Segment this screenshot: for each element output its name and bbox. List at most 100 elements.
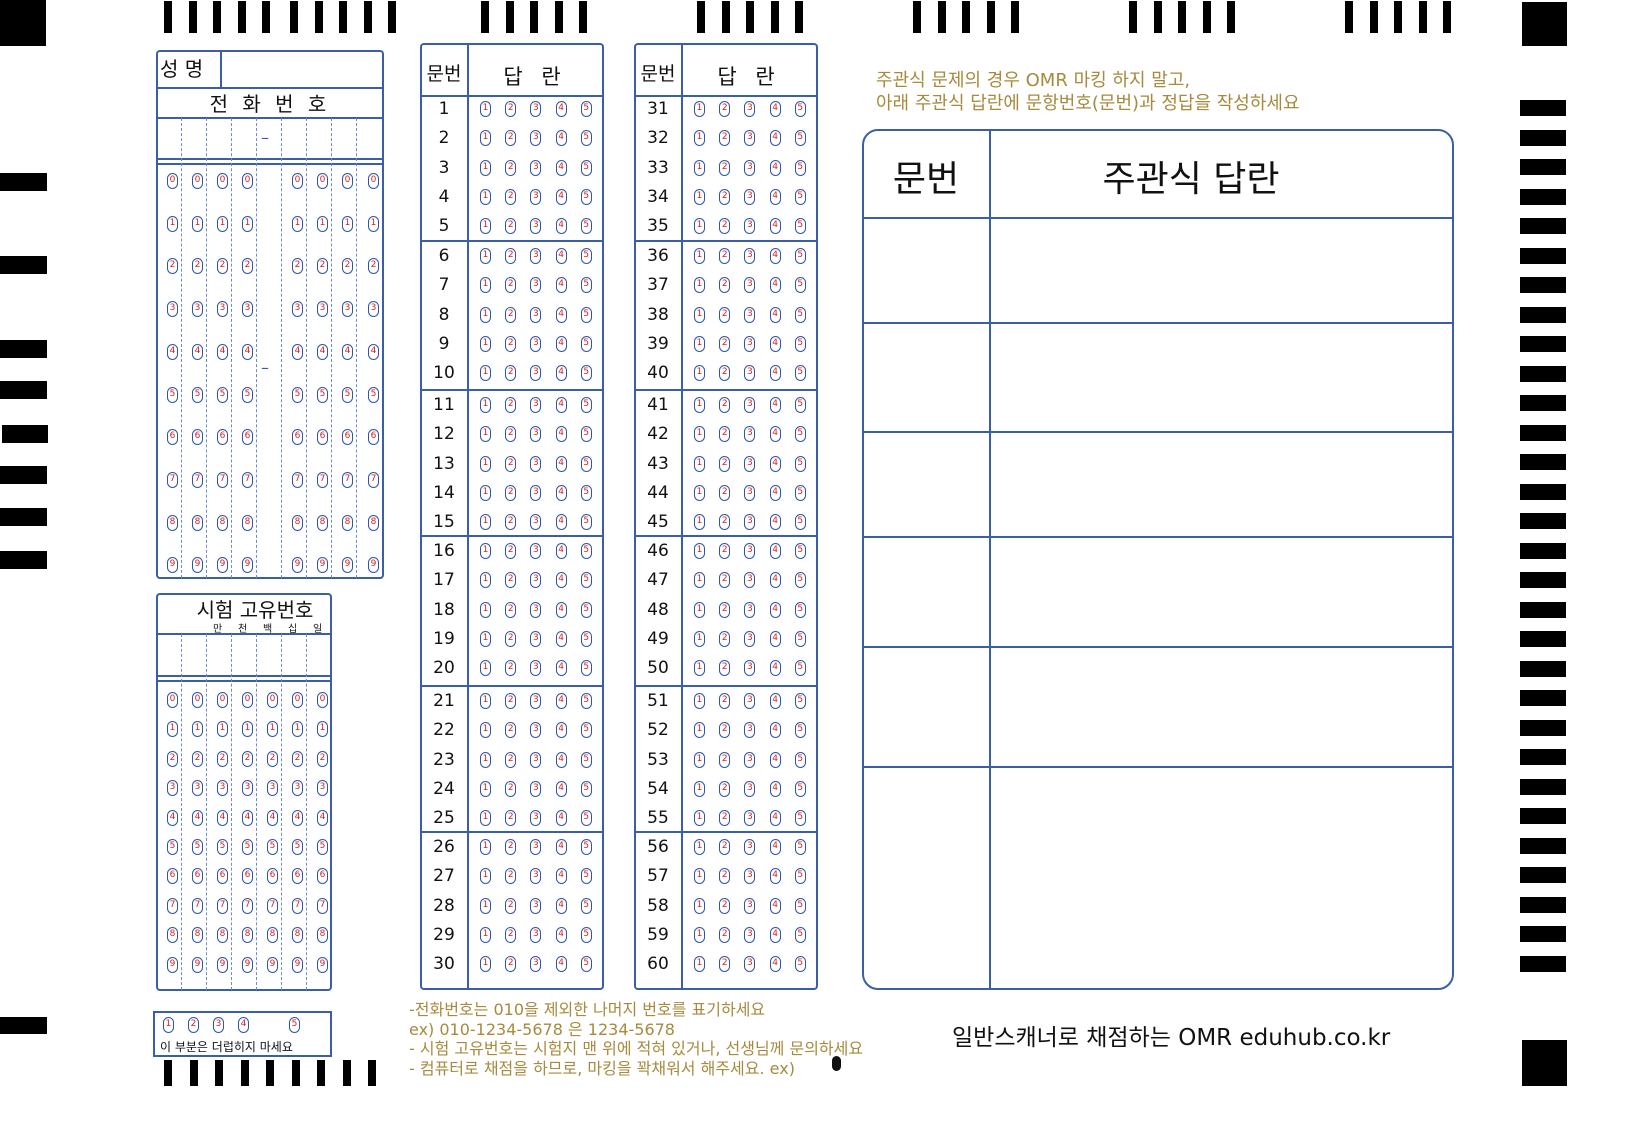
- answer-bubble[interactable]: 1: [694, 810, 705, 827]
- answer-bubble[interactable]: 3: [530, 218, 542, 235]
- answer-bubble[interactable]: 5: [580, 484, 592, 501]
- phone-digit-bubble[interactable]: 3: [192, 301, 203, 318]
- phone-digit-bubble[interactable]: 4: [368, 343, 379, 360]
- answer-bubble[interactable]: 5: [794, 484, 806, 501]
- answer-bubble[interactable]: 4: [555, 188, 567, 205]
- exam-id-digit-bubble[interactable]: 6: [242, 868, 253, 885]
- answer-bubble[interactable]: 1: [694, 484, 705, 501]
- answer-bubble[interactable]: 1: [694, 543, 705, 559]
- exam-id-digit-bubble[interactable]: 5: [317, 839, 328, 855]
- answer-bubble[interactable]: 2: [719, 926, 731, 943]
- answer-bubble[interactable]: 2: [505, 572, 517, 589]
- footer-bubble[interactable]: 1: [163, 1017, 174, 1033]
- subjective-num-cell[interactable]: [864, 648, 988, 766]
- answer-bubble[interactable]: 2: [719, 839, 731, 855]
- exam-id-digit-bubble[interactable]: 3: [167, 780, 178, 797]
- answer-bubble[interactable]: 3: [530, 248, 542, 264]
- answer-bubble[interactable]: 2: [719, 426, 731, 443]
- answer-bubble[interactable]: 3: [744, 306, 756, 323]
- answer-bubble[interactable]: 4: [769, 780, 781, 797]
- phone-digit-bubble[interactable]: 6: [217, 429, 228, 446]
- exam-id-digit-bubble[interactable]: 6: [267, 868, 278, 885]
- answer-bubble[interactable]: 5: [794, 218, 806, 235]
- answer-bubble[interactable]: 3: [744, 926, 756, 943]
- answer-bubble[interactable]: 1: [480, 248, 491, 264]
- answer-bubble[interactable]: 2: [505, 514, 517, 531]
- answer-bubble[interactable]: 4: [555, 810, 567, 827]
- answer-bubble[interactable]: 5: [580, 897, 592, 914]
- answer-bubble[interactable]: 3: [744, 722, 756, 739]
- answer-bubble[interactable]: 2: [719, 514, 731, 531]
- answer-bubble[interactable]: 3: [530, 101, 542, 117]
- answer-bubble[interactable]: 1: [694, 365, 705, 382]
- exam-id-digit-bubble[interactable]: 7: [292, 897, 303, 914]
- answer-bubble[interactable]: 3: [530, 130, 542, 147]
- answer-bubble[interactable]: 4: [555, 543, 567, 559]
- answer-bubble[interactable]: 2: [719, 660, 731, 677]
- exam-id-digit-bubble[interactable]: 9: [317, 956, 328, 973]
- phone-digit-bubble[interactable]: 9: [167, 557, 178, 574]
- exam-id-digit-bubble[interactable]: 8: [192, 927, 203, 944]
- phone-digit-bubble[interactable]: 2: [167, 258, 178, 275]
- answer-bubble[interactable]: 1: [480, 188, 491, 205]
- exam-id-digit-bubble[interactable]: 8: [292, 927, 303, 944]
- phone-digit-bubble[interactable]: 5: [368, 386, 379, 403]
- answer-bubble[interactable]: 4: [555, 365, 567, 382]
- exam-id-digit-bubble[interactable]: 9: [217, 956, 228, 973]
- answer-bubble[interactable]: 5: [794, 660, 806, 677]
- answer-bubble[interactable]: 5: [794, 365, 806, 382]
- answer-bubble[interactable]: 2: [719, 248, 731, 264]
- name-field[interactable]: [222, 52, 382, 87]
- answer-bubble[interactable]: 4: [555, 956, 567, 973]
- answer-bubble[interactable]: 3: [744, 601, 756, 618]
- answer-bubble[interactable]: 2: [505, 810, 517, 827]
- phone-digit-bubble[interactable]: 2: [242, 258, 253, 275]
- exam-id-digit-bubble[interactable]: 2: [267, 750, 278, 767]
- phone-digit-bubble[interactable]: 4: [217, 343, 228, 360]
- phone-digit-bubble[interactable]: 1: [192, 215, 203, 232]
- answer-bubble[interactable]: 5: [580, 956, 592, 973]
- answer-bubble[interactable]: 3: [744, 956, 756, 973]
- exam-id-digit-bubble[interactable]: 0: [217, 692, 228, 708]
- answer-bubble[interactable]: 1: [480, 455, 491, 472]
- exam-id-digit-bubble[interactable]: 1: [167, 721, 178, 738]
- answer-bubble[interactable]: 3: [744, 101, 756, 117]
- answer-bubble[interactable]: 1: [694, 101, 705, 117]
- exam-id-digit-bubble[interactable]: 2: [242, 750, 253, 767]
- answer-bubble[interactable]: 3: [744, 484, 756, 501]
- answer-bubble[interactable]: 4: [555, 130, 567, 147]
- answer-bubble[interactable]: 4: [555, 397, 567, 413]
- exam-id-digit-bubble[interactable]: 9: [167, 956, 178, 973]
- answer-bubble[interactable]: 5: [580, 455, 592, 472]
- answer-bubble[interactable]: 4: [555, 693, 567, 709]
- phone-digit-bubble[interactable]: 5: [317, 386, 328, 403]
- answer-bubble[interactable]: 3: [530, 897, 542, 914]
- phone-digit-bubble[interactable]: 8: [242, 514, 253, 531]
- answer-bubble[interactable]: 1: [480, 956, 491, 973]
- answer-bubble[interactable]: 5: [794, 514, 806, 531]
- phone-digit-bubble[interactable]: 8: [368, 514, 379, 531]
- answer-bubble[interactable]: 3: [530, 722, 542, 739]
- answer-bubble[interactable]: 5: [580, 277, 592, 294]
- answer-bubble[interactable]: 5: [794, 572, 806, 589]
- answer-bubble[interactable]: 3: [744, 751, 756, 768]
- answer-bubble[interactable]: 3: [530, 397, 542, 413]
- phone-digit-bubble[interactable]: 6: [368, 429, 379, 446]
- exam-id-digit-bubble[interactable]: 5: [192, 839, 203, 855]
- answer-bubble[interactable]: 3: [744, 693, 756, 709]
- phone-digit-bubble[interactable]: 5: [217, 386, 228, 403]
- answer-bubble[interactable]: 1: [480, 159, 491, 176]
- answer-bubble[interactable]: 3: [530, 601, 542, 618]
- exam-id-digit-bubble[interactable]: 3: [267, 780, 278, 797]
- answer-bubble[interactable]: 2: [505, 660, 517, 677]
- answer-bubble[interactable]: 1: [480, 130, 491, 147]
- answer-bubble[interactable]: 4: [769, 426, 781, 443]
- answer-bubble[interactable]: 2: [719, 810, 731, 827]
- answer-bubble[interactable]: 5: [580, 693, 592, 709]
- answer-bubble[interactable]: 1: [480, 810, 491, 827]
- answer-bubble[interactable]: 1: [480, 751, 491, 768]
- answer-bubble[interactable]: 5: [794, 810, 806, 827]
- answer-bubble[interactable]: 3: [530, 543, 542, 559]
- exam-id-digit-bubble[interactable]: 3: [217, 780, 228, 797]
- answer-bubble[interactable]: 4: [769, 218, 781, 235]
